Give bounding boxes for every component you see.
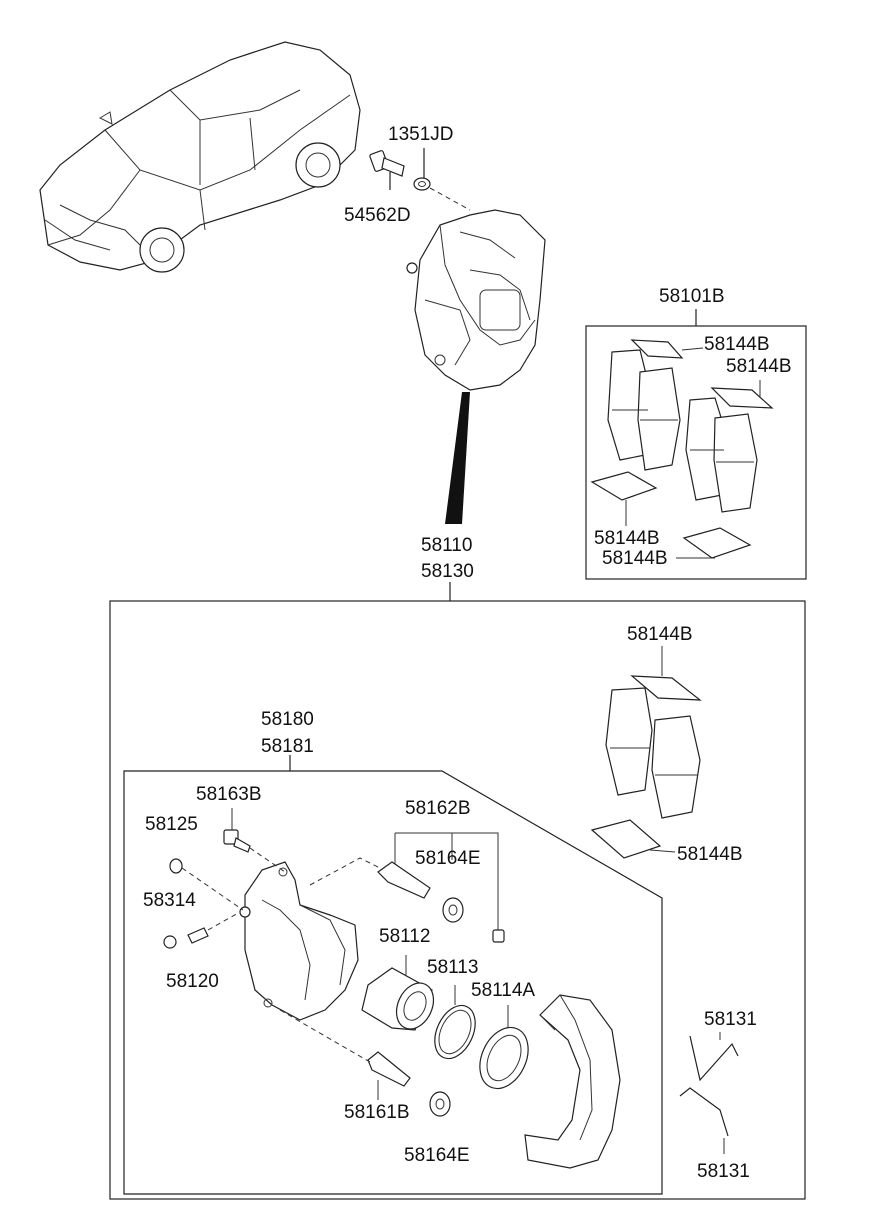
label-58314: 58314	[143, 890, 196, 911]
sedan-vehicle-icon	[39, 41, 361, 273]
caliper-housing-box	[123, 770, 663, 1195]
brake-pads-icon	[590, 675, 702, 859]
label-58144B-a: 58144B	[704, 334, 770, 355]
washer-1351JD-icon	[413, 177, 431, 191]
label-58144B-c: 58144B	[594, 528, 660, 549]
label-58131-b: 58131	[697, 1161, 750, 1182]
bushing-58162B-icon	[492, 929, 505, 943]
guide-pin-upper-icon	[377, 861, 431, 899]
label-58144B-f: 58144B	[677, 844, 743, 865]
bleeder-cap-58314-icon	[163, 935, 177, 949]
label-58144B-e: 58144B	[627, 624, 693, 645]
pad-spring-58131-icon	[679, 1035, 739, 1137]
label-54562D: 54562D	[344, 205, 411, 226]
boot-58164E-lower-icon	[429, 1091, 451, 1117]
label-58110: 58110	[421, 535, 472, 556]
brake-pads-kit-icon	[590, 339, 774, 559]
label-1351JD: 1351JD	[388, 124, 454, 145]
caliper-bracket-icon	[524, 994, 621, 1169]
label-58114A: 58114A	[471, 980, 535, 1001]
piston-58112-icon	[361, 967, 435, 1031]
label-58120: 58120	[166, 971, 219, 992]
label-58131-a: 58131	[704, 1009, 757, 1030]
boot-58164E-upper-icon	[442, 897, 464, 923]
boot-58114A-icon	[479, 1026, 529, 1090]
label-58163B: 58163B	[196, 784, 262, 805]
caliper-housing-icon	[239, 861, 359, 1021]
label-58161B: 58161B	[344, 1102, 410, 1123]
seal-58113-icon	[434, 1004, 476, 1060]
label-58180: 58180	[261, 709, 314, 730]
label-58130: 58130	[421, 561, 474, 582]
label-58164E-a: 58164E	[415, 848, 481, 869]
main-assembly-box	[109, 600, 806, 1200]
guide-pin-lower-icon	[367, 1051, 411, 1087]
leader-wedge	[445, 392, 470, 524]
label-58113: 58113	[427, 957, 478, 978]
bolt-58163B-icon	[223, 829, 251, 853]
cap-58125-icon	[169, 858, 183, 874]
bolt-54562D-icon	[369, 150, 405, 177]
label-58144B-d: 58144B	[602, 548, 668, 569]
label-58164E-b: 58164E	[404, 1145, 470, 1166]
label-58162B: 58162B	[405, 798, 471, 819]
label-58125: 58125	[145, 814, 198, 835]
label-58101B: 58101B	[659, 286, 725, 307]
label-58112: 58112	[379, 926, 430, 947]
label-58144B-b: 58144B	[726, 356, 792, 377]
label-58181: 58181	[261, 736, 314, 757]
brake-caliper-icon	[406, 209, 546, 391]
bleeder-screw-58120-icon	[187, 927, 209, 944]
